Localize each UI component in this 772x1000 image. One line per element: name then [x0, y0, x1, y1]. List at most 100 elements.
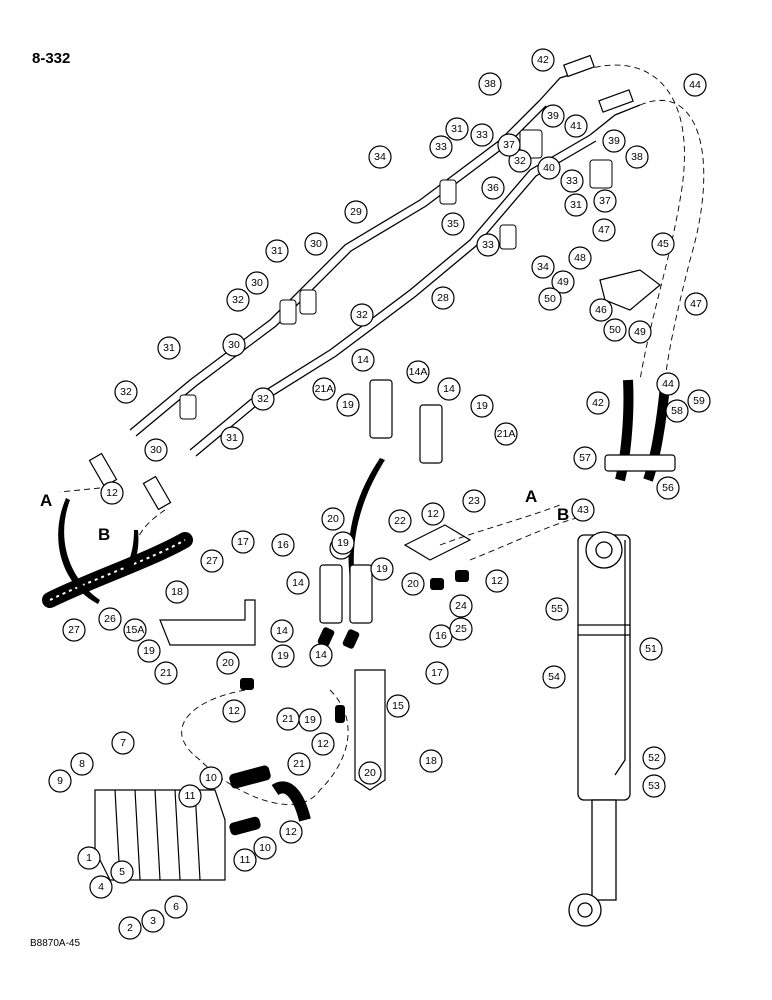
- svg-text:26: 26: [104, 613, 116, 625]
- callout-marker: 59: [687, 389, 711, 413]
- svg-text:33: 33: [435, 141, 447, 153]
- svg-text:19: 19: [143, 645, 155, 657]
- svg-text:47: 47: [598, 224, 610, 236]
- callout-marker: 19: [271, 644, 295, 668]
- callout-marker: 27: [200, 549, 224, 573]
- callout-marker: 21: [287, 752, 311, 776]
- callout-marker: 40: [537, 156, 561, 180]
- svg-text:21A: 21A: [497, 428, 516, 440]
- svg-text:34: 34: [374, 151, 386, 163]
- svg-text:15A: 15A: [126, 624, 145, 636]
- callout-marker: 12: [485, 569, 509, 593]
- callout-marker: 58: [665, 399, 689, 423]
- callout-marker: 31: [220, 426, 244, 450]
- svg-text:24: 24: [455, 600, 467, 612]
- hose-route-44: [639, 99, 705, 381]
- callout-marker: 33: [429, 135, 453, 159]
- callout-marker: 5: [110, 860, 134, 884]
- svg-text:6: 6: [173, 901, 179, 913]
- arrow-b-left: [124, 530, 139, 575]
- svg-text:1: 1: [86, 852, 92, 864]
- section-mark-a-left: A: [40, 491, 52, 510]
- svg-text:39: 39: [547, 110, 559, 122]
- callout-marker: 44: [656, 372, 680, 396]
- svg-text:16: 16: [277, 539, 289, 551]
- callout-marker: 33: [476, 233, 500, 257]
- callout-marker: 31: [564, 193, 588, 217]
- svg-text:10: 10: [205, 772, 217, 784]
- svg-text:19: 19: [376, 563, 388, 575]
- callout-marker: 12: [279, 820, 303, 844]
- tube-end-lower: [589, 104, 641, 136]
- callout-marker: 34: [368, 145, 392, 169]
- callout-marker: 35: [441, 212, 465, 236]
- callout-marker: 44: [683, 73, 707, 97]
- callout-marker: 29: [344, 200, 368, 224]
- tube-end-fittings: [88, 54, 634, 511]
- callout-marker: 18: [165, 580, 189, 604]
- svg-text:33: 33: [476, 129, 488, 141]
- callout-marker: 32: [251, 387, 275, 411]
- bracket-15: [354, 669, 386, 791]
- svg-text:59: 59: [693, 395, 705, 407]
- callout-marker: 34: [531, 255, 555, 279]
- svg-text:19: 19: [277, 650, 289, 662]
- svg-text:4: 4: [98, 881, 104, 893]
- callout-marker: 20: [216, 651, 240, 675]
- svg-text:21: 21: [293, 758, 305, 770]
- callout-marker: 28: [431, 286, 455, 310]
- callout-marker: 19: [331, 531, 355, 555]
- callout-marker: 51: [639, 637, 663, 661]
- callout-marker: 25: [449, 617, 473, 641]
- svg-text:16: 16: [435, 630, 447, 642]
- svg-text:31: 31: [226, 432, 238, 444]
- svg-text:14A: 14A: [409, 366, 428, 378]
- callout-marker: 21A: [312, 377, 336, 401]
- svg-text:23: 23: [468, 495, 480, 507]
- callout-marker: 8: [70, 752, 94, 776]
- callout-marker: 15A: [123, 618, 147, 642]
- callout-marker: 39: [602, 129, 626, 153]
- tube-29-outer: [129, 99, 541, 431]
- callout-marker: 19: [336, 393, 360, 417]
- callout-marker: 20: [401, 572, 425, 596]
- callout-markers: 1 2 3 4 5 6 7 8 9 10 10 11 11 12 12 12 1…: [48, 48, 711, 940]
- valve-hoses: [229, 765, 311, 836]
- callout-marker: 21: [276, 707, 300, 731]
- callout-marker: 47: [592, 218, 616, 242]
- svg-text:50: 50: [609, 324, 621, 336]
- callout-marker: 11: [233, 848, 257, 872]
- callout-marker: 50: [603, 318, 627, 342]
- svg-text:31: 31: [570, 199, 582, 211]
- svg-text:31: 31: [163, 342, 175, 354]
- callout-marker: 21: [154, 661, 178, 685]
- callout-marker: 21A: [494, 422, 518, 446]
- bracket-15a: [159, 599, 256, 646]
- callout-marker: 26: [98, 607, 122, 631]
- fitting-44: [598, 89, 634, 113]
- svg-text:33: 33: [566, 175, 578, 187]
- section-mark-a-right: A: [525, 487, 537, 506]
- route-a-right: [439, 504, 561, 546]
- svg-text:37: 37: [599, 195, 611, 207]
- callout-marker: 49: [551, 270, 575, 294]
- svg-text:14: 14: [443, 383, 455, 395]
- svg-text:38: 38: [484, 78, 496, 90]
- svg-text:21: 21: [282, 713, 294, 725]
- svg-text:57: 57: [579, 452, 591, 464]
- callout-marker: 22: [388, 509, 412, 533]
- callout-marker: 53: [642, 774, 666, 798]
- page-number: 8-332: [32, 50, 71, 67]
- svg-text:12: 12: [106, 487, 118, 499]
- svg-text:18: 18: [171, 586, 183, 598]
- callout-marker: 17: [425, 661, 449, 685]
- svg-text:3: 3: [150, 915, 156, 927]
- svg-text:12: 12: [427, 508, 439, 520]
- svg-text:8: 8: [79, 758, 85, 770]
- svg-text:10: 10: [259, 842, 271, 854]
- svg-text:27: 27: [206, 555, 218, 567]
- callout-marker: 42: [531, 48, 555, 72]
- clamp-set-5: [499, 224, 517, 250]
- svg-text:30: 30: [228, 339, 240, 351]
